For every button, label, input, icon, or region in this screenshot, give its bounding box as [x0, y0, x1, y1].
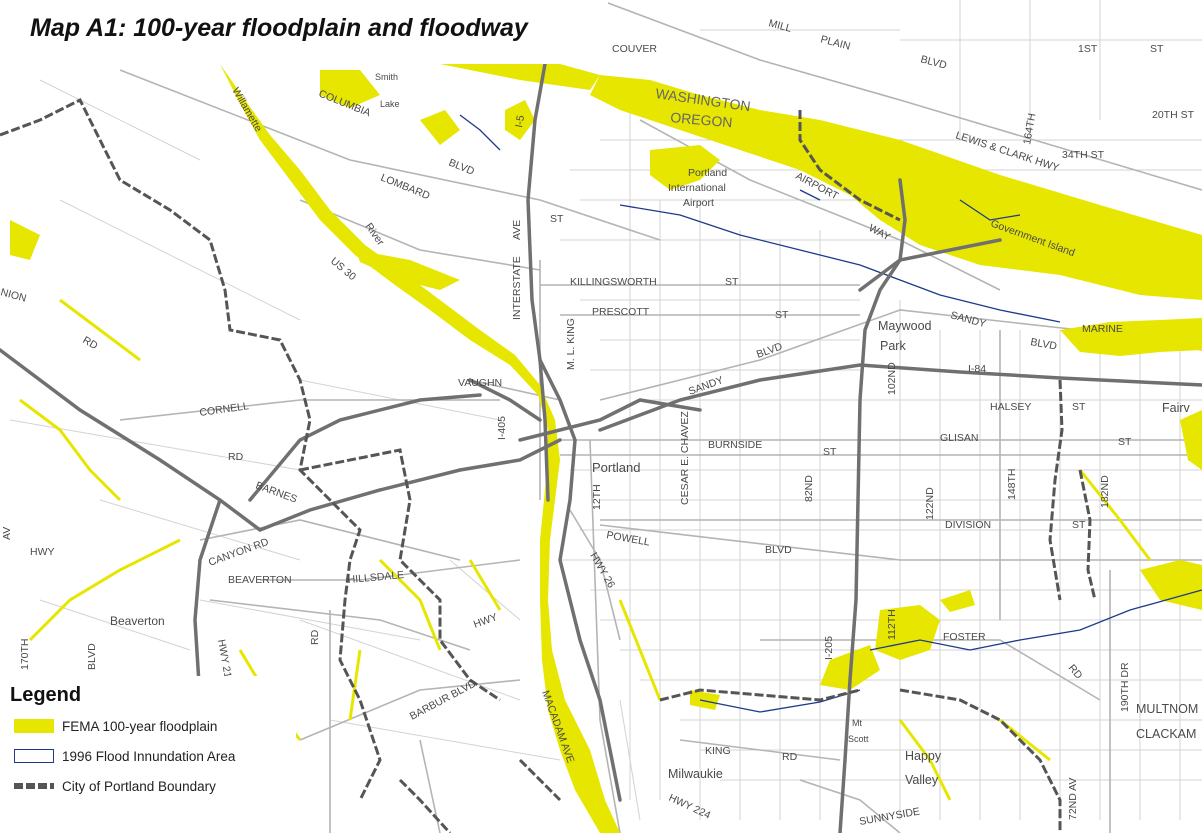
label-ave-int: AVE — [511, 220, 523, 240]
label-122nd: 122ND — [924, 487, 936, 520]
label-av-w: AV — [1, 527, 13, 540]
label-rd-w: RD — [309, 629, 321, 645]
label-102nd: 102ND — [886, 362, 898, 395]
label-fairview: Fairv — [1162, 401, 1191, 415]
floodplain-swatch — [14, 719, 54, 733]
label-division: DIVISION — [945, 519, 991, 531]
label-i405: I-405 — [496, 416, 508, 440]
label-164th: 164TH — [1021, 112, 1038, 145]
map-title: Map A1: 100-year floodplain and floodway — [30, 14, 528, 42]
label-hillsdale: HILLSDALE — [347, 569, 404, 586]
label-blvd-ne: BLVD — [1029, 336, 1058, 353]
label-maywood-2: Park — [880, 339, 906, 353]
label-i84: I-84 — [968, 363, 986, 375]
label-halsey: HALSEY — [990, 401, 1031, 413]
label-maywood-1: Maywood — [878, 319, 932, 333]
label-blvd-pow: BLVD — [765, 544, 792, 556]
label-hwy-w: HWY — [30, 546, 55, 558]
label-i205: I-205 — [823, 636, 835, 660]
major-roads — [119, 0, 1202, 833]
label-burnside: BURNSIDE — [708, 439, 762, 451]
label-st-gli: ST — [1118, 436, 1132, 448]
legend-item-inundation: 1996 Flood Innundation Area — [14, 746, 235, 766]
legend-item-floodplain: FEMA 100-year floodplain — [14, 716, 217, 736]
label-mt-1: Mt — [852, 718, 862, 728]
inundation-swatch — [14, 749, 54, 763]
legend-label: FEMA 100-year floodplain — [62, 718, 218, 734]
label-king: KING — [705, 745, 731, 757]
label-1st: 1ST — [1078, 43, 1098, 55]
label-beaverton: Beaverton — [110, 614, 165, 628]
label-happy-2: Valley — [905, 773, 939, 787]
label-cesar: CESAR E. CHAVEZ — [679, 411, 691, 505]
label-20th: 20TH ST — [1152, 109, 1195, 121]
label-st-hal: ST — [1072, 401, 1086, 413]
label-mlking: M. L. KING — [565, 318, 577, 370]
label-glisan: GLISAN — [940, 432, 979, 444]
label-vaughn: VAUGHN — [458, 377, 502, 389]
label-prescott: PRESCOTT — [592, 306, 650, 318]
label-170th: 170TH — [19, 638, 31, 670]
label-vancouver: COUVER — [612, 43, 657, 55]
legend-label: City of Portland Boundary — [62, 778, 216, 794]
label-beaverton-st: BEAVERTON — [228, 574, 292, 586]
label-pdx-1: Portland — [688, 167, 727, 179]
inundation-1996 — [459, 114, 1202, 713]
city-boundary — [0, 97, 1097, 833]
label-rd-king: RD — [782, 751, 798, 763]
highways — [0, 62, 1202, 833]
label-i5: I-5 — [513, 114, 527, 128]
label-multnomah: MULTNOM — [1136, 702, 1198, 716]
label-portland: Portland — [592, 460, 640, 475]
label-smith: Smith — [375, 72, 398, 82]
label-oregon: OREGON — [670, 109, 733, 130]
label-interstate: INTERSTATE — [511, 256, 523, 320]
label-112th: 112TH — [886, 609, 898, 640]
label-happy-1: Happy — [905, 749, 942, 763]
label-milwaukie: Milwaukie — [668, 767, 723, 781]
label-182nd: 182ND — [1099, 475, 1111, 508]
label-st-kil: ST — [725, 276, 739, 288]
label-foster: FOSTER — [943, 631, 986, 643]
label-pdx-2: International — [668, 182, 726, 194]
label-pdx-3: Airport — [683, 197, 714, 209]
label-blvd-170: BLVD — [86, 643, 98, 670]
label-st-int: ST — [550, 213, 564, 225]
title-box: Map A1: 100-year floodplain and floodway — [0, 0, 608, 64]
label-mill: MILL — [767, 17, 793, 35]
boundary-swatch — [14, 783, 54, 789]
label-12th: 12TH — [591, 484, 603, 510]
legend-title: Legend — [10, 684, 82, 706]
label-lake: Lake — [380, 99, 400, 109]
label-mt-2: Scott — [848, 734, 869, 744]
label-34th: 34TH ST — [1062, 149, 1105, 161]
legend: Legend FEMA 100-year floodplain 1996 Flo… — [0, 676, 296, 833]
label-st-pres: ST — [775, 309, 789, 321]
label-82nd: 82ND — [803, 475, 815, 502]
label-190th: 190TH DR — [1119, 662, 1131, 712]
label-killingsworth: KILLINGSWORTH — [570, 276, 657, 288]
label-rd-barnes: RD — [228, 451, 244, 463]
label-st-tr: ST — [1150, 43, 1164, 55]
label-72nd-av: 72ND AV — [1067, 778, 1079, 820]
legend-label: 1996 Flood Innundation Area — [62, 748, 236, 764]
label-marine: MARINE — [1082, 323, 1123, 335]
legend-item-boundary: City of Portland Boundary — [14, 776, 216, 796]
label-st-burn: ST — [823, 446, 837, 458]
label-st-div: ST — [1072, 519, 1086, 531]
label-148th: 148TH — [1006, 468, 1018, 500]
label-clackamas: CLACKAM — [1136, 727, 1196, 741]
floodplain-areas — [10, 64, 1202, 833]
